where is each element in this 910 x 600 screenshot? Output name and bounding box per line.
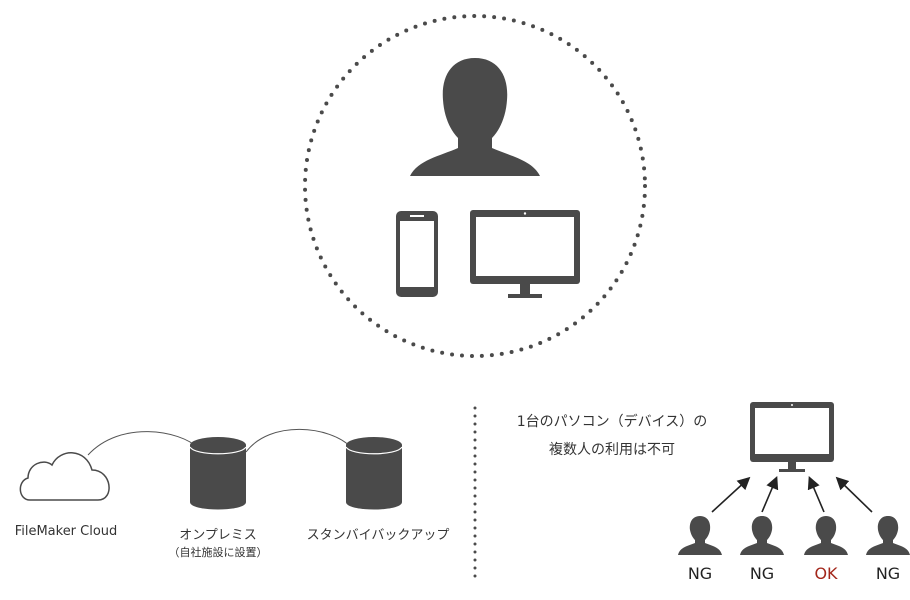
arrow-user-4: [835, 476, 873, 513]
smartphone-icon: [396, 211, 438, 297]
user-status-3: OK: [814, 564, 838, 583]
arrow-user-1: [711, 476, 751, 513]
backup-label: スタンバイバックアップ: [306, 528, 450, 543]
user-icon-4: [866, 516, 910, 555]
shared-monitor-icon: [750, 402, 834, 472]
user-status-1: NG: [687, 564, 713, 583]
onprem-database-icon: [189, 437, 247, 510]
arrow-user-3: [807, 476, 825, 513]
backup-database-icon: [345, 437, 403, 510]
onprem-sublabel: （自社施設に設置）: [168, 546, 268, 559]
connection-line-cloud-onprem: [87, 431, 199, 456]
license-caption-line2: 複数人の利用は不可: [549, 442, 675, 458]
license-caption-line1: 1台のパソコン（デバイス）の: [516, 414, 708, 430]
user-icon-1: [678, 516, 722, 555]
user-scope-dotted-circle: [303, 14, 647, 358]
user-icon-2: [740, 516, 784, 555]
cloud-label: FileMaker Cloud: [14, 524, 118, 539]
user-status-2: NG: [749, 564, 775, 583]
user-icon-3: [804, 516, 848, 555]
cloud-icon: [19, 452, 110, 501]
onprem-label: オンプレミス: [179, 528, 257, 543]
connection-line-onprem-backup: [245, 428, 353, 453]
person-icon: [410, 58, 540, 176]
monitor-icon: [470, 210, 580, 298]
arrow-user-2: [761, 476, 779, 513]
user-status-4: NG: [875, 564, 901, 583]
